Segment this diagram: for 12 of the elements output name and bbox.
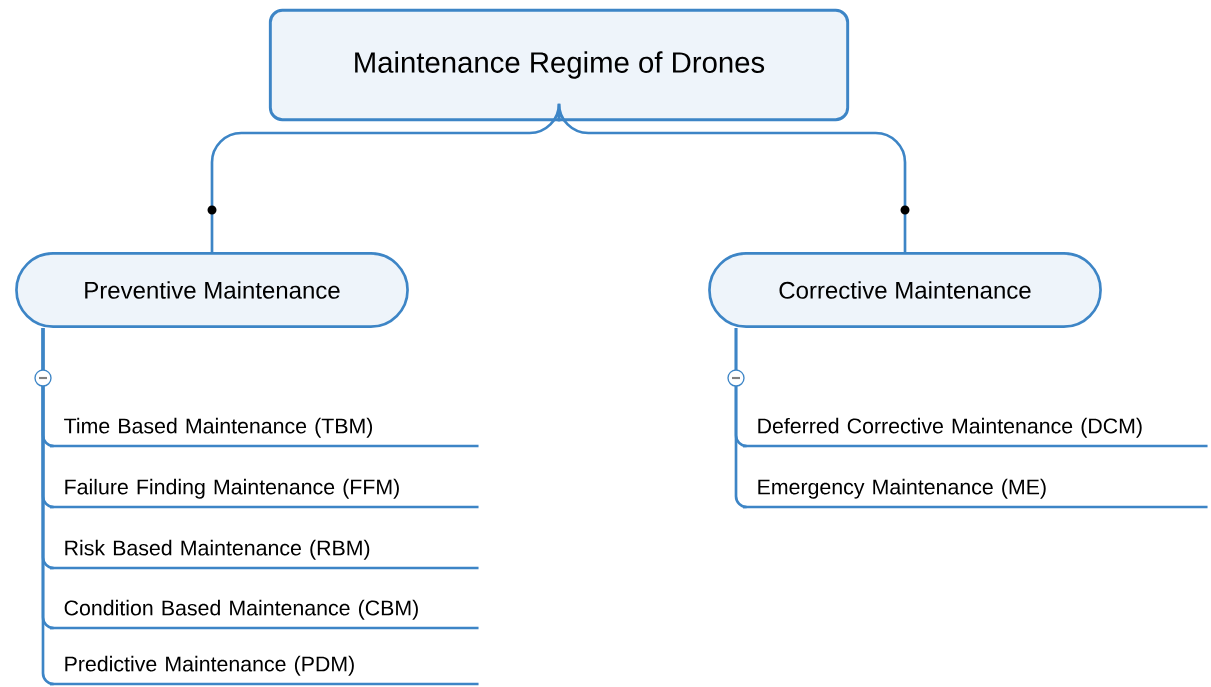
subtopic: Failure Finding Maintenance (FFM): [50, 478, 479, 509]
topic-box: Maintenance Regime of Drones: [268, 8, 850, 122]
branch-box: Corrective Maintenance: [708, 252, 1102, 328]
connector: [557, 102, 910, 252]
branch-box: Preventive Maintenance: [15, 252, 409, 328]
subtopic: Predictive Maintenance (PDM): [50, 655, 479, 686]
subtopic: Risk Based Maintenance (RBM): [50, 539, 479, 570]
subtopic: Deferred Corrective Maintenance (DCM): [743, 417, 1208, 448]
subtopic: Time Based Maintenance (TBM): [50, 417, 479, 448]
subtopic: Condition Based Maintenance (CBM): [50, 599, 479, 630]
subtopic: Emergency Maintenance (ME): [743, 478, 1208, 509]
connector: [207, 102, 561, 252]
